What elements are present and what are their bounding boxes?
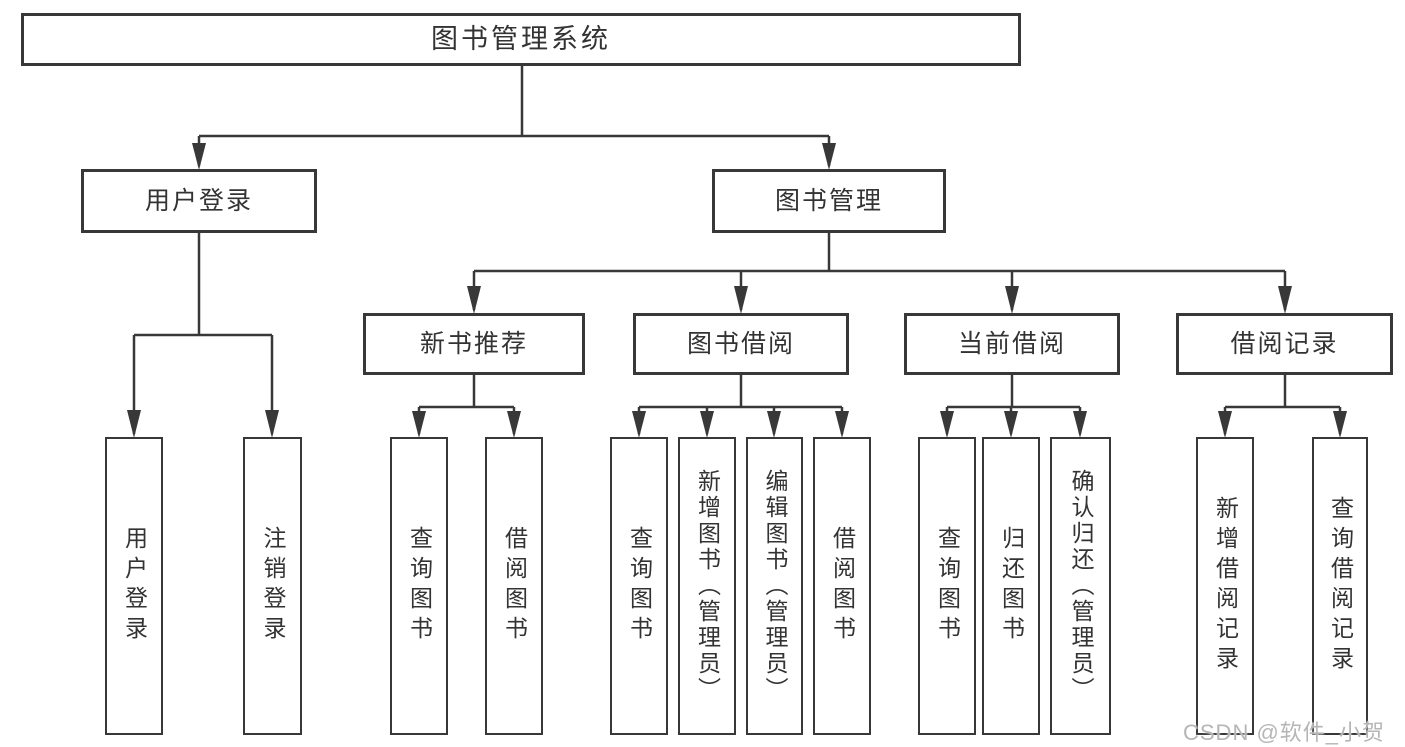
node-leaf-return-books: 归还图书 — [982, 437, 1040, 735]
node-leaf-add-book-admin: 新增图书（管理员） — [678, 437, 736, 735]
node-borrowing-records: 借阅记录 — [1176, 313, 1393, 375]
node-leaf-query-books-current: 查询图书 — [918, 437, 976, 735]
node-leaf-borrow-books-recommend: 借阅图书 — [485, 437, 543, 735]
node-leaf-logout: 注销登录 — [243, 437, 302, 735]
node-leaf-borrow-books: 借阅图书 — [813, 437, 871, 735]
node-current-borrowing: 当前借阅 — [904, 313, 1120, 375]
node-leaf-edit-book-admin: 编辑图书（管理员） — [746, 437, 803, 735]
node-leaf-add-borrow-record: 新增借阅记录 — [1196, 437, 1254, 735]
node-leaf-user-login: 用户登录 — [105, 437, 163, 735]
node-leaf-confirm-return-admin: 确认归还（管理员） — [1050, 437, 1111, 735]
node-new-book-recommend: 新书推荐 — [363, 313, 585, 375]
node-book-borrowing: 图书借阅 — [633, 313, 849, 375]
node-leaf-query-books-recommend: 查询图书 — [390, 437, 448, 735]
watermark: CSDN @软件_小贺同学 — [1183, 720, 1386, 745]
node-leaf-query-books-borrowing: 查询图书 — [610, 437, 668, 735]
node-user-login: 用户登录 — [81, 169, 317, 233]
node-book-management: 图书管理 — [712, 169, 946, 233]
node-leaf-query-borrow-record: 查询借阅记录 — [1312, 437, 1368, 735]
node-library-management-system: 图书管理系统 — [21, 13, 1021, 66]
arrowhead-icons — [127, 143, 1347, 438]
